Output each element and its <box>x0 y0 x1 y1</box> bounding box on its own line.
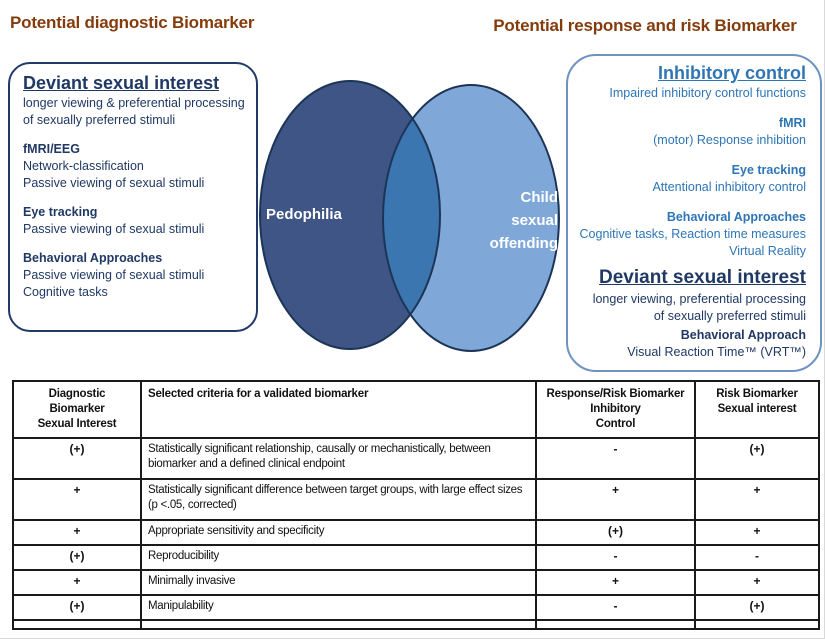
header-selected-criteria: Selected criteria for a validated biomar… <box>140 380 537 439</box>
method-line: Attentional inhibitory control <box>652 180 806 194</box>
header-risk-biomarker: Risk Biomarker Sexual interest <box>694 380 820 439</box>
table-cell: + <box>12 569 142 596</box>
intro-line: longer viewing & preferential processing <box>23 96 245 110</box>
table-cell: - <box>535 437 696 480</box>
method-line: Cognitive tasks <box>23 285 108 299</box>
deviant-line: of sexually preferred stimuli <box>653 309 806 323</box>
visual-reaction-time-line: Visual Reaction Time™ (VRT™) <box>627 345 806 359</box>
header-response-risk-biomarker: Response/Risk Biomarker Inhibitory Contr… <box>535 380 696 439</box>
pedophilia-label: Pedophilia <box>266 206 342 223</box>
table-row: + Statistically significant difference b… <box>12 478 820 521</box>
table-cell: Appropriate sensitivity and specificity <box>140 519 537 546</box>
table-cell: (+) <box>535 519 696 546</box>
header-diagnostic-biomarker: Diagnostic Biomarker Sexual Interest <box>12 380 142 439</box>
intro-line: of sexually preferred stimuli <box>23 113 176 127</box>
table-cell: + <box>12 519 142 546</box>
table-cell <box>140 619 537 630</box>
table-cell: (+) <box>12 437 142 480</box>
method-line: Cognitive tasks, Reaction time measures <box>579 227 806 241</box>
table-row: (+) Manipulability - (+) <box>12 594 820 621</box>
table-cell: - <box>535 594 696 621</box>
behavioral-approaches-heading: Behavioral Approaches <box>23 251 163 265</box>
method-line: Passive viewing of sexual stimuli <box>23 176 205 190</box>
table-row: + Minimally invasive + + <box>12 569 820 596</box>
table-cell: + <box>694 519 820 546</box>
eye-tracking-heading: Eye tracking <box>23 205 98 219</box>
deviant-sexual-interest-box: Deviant sexual interest longer viewing &… <box>8 62 258 332</box>
inhibitory-control-box: Inhibitory control Impaired inhibitory c… <box>566 54 822 372</box>
venn-diagram <box>259 80 560 352</box>
table-empty-row <box>12 619 820 630</box>
table-cell: + <box>694 569 820 596</box>
eye-tracking-heading: Eye tracking <box>731 163 806 177</box>
method-line: Network-classification <box>23 159 144 173</box>
biomarker-criteria-table-wrap: Diagnostic Biomarker Sexual Interest Sel… <box>12 380 820 630</box>
deviant-line: longer viewing, preferential processing <box>592 292 806 306</box>
table-cell <box>694 619 820 630</box>
table-row: + Appropriate sensitivity and specificit… <box>12 519 820 546</box>
table-cell: Minimally invasive <box>140 569 537 596</box>
table-cell: Statistically significant relationship, … <box>140 437 537 480</box>
child-sexual-offending-label: Child sexual offending <box>489 189 558 252</box>
table-cell: Manipulability <box>140 594 537 621</box>
table-cell: (+) <box>12 594 142 621</box>
table-cell: (+) <box>12 544 142 571</box>
inhibitory-subline: Impaired inhibitory control functions <box>609 86 806 100</box>
response-risk-biomarker-title: Potential response and risk Biomarker <box>493 16 797 35</box>
table-cell: + <box>535 569 696 596</box>
table-cell <box>12 619 142 630</box>
method-line: Passive viewing of sexual stimuli <box>23 222 205 236</box>
table-row: (+) Reproducibility - - <box>12 544 820 571</box>
table-cell: (+) <box>694 437 820 480</box>
behavioral-approach-heading: Behavioral Approach <box>680 328 806 342</box>
table-row: (+) Statistically significant relationsh… <box>12 437 820 480</box>
table-cell: Reproducibility <box>140 544 537 571</box>
table-cell: Statistically significant difference bet… <box>140 478 537 521</box>
table-cell: + <box>12 478 142 521</box>
biomarker-criteria-table: Diagnostic Biomarker Sexual Interest Sel… <box>12 380 820 630</box>
diagnostic-biomarker-title: Potential diagnostic Biomarker <box>10 13 255 32</box>
method-line: Virtual Reality <box>729 244 806 258</box>
table-cell <box>535 619 696 630</box>
deviant-sexual-interest-heading: Deviant sexual interest <box>23 73 220 93</box>
deviant-sexual-interest-heading: Deviant sexual interest <box>599 267 806 288</box>
inhibitory-control-heading: Inhibitory control <box>658 63 806 83</box>
table-cell: + <box>535 478 696 521</box>
table-cell: (+) <box>694 594 820 621</box>
table-cell: + <box>694 478 820 521</box>
fmri-heading: fMRI <box>778 116 806 130</box>
fmri-eeg-heading: fMRI/EEG <box>23 142 80 156</box>
table-header-row: Diagnostic Biomarker Sexual Interest Sel… <box>12 380 820 439</box>
table-cell: - <box>694 544 820 571</box>
method-line: (motor) Response inhibition <box>653 133 806 147</box>
behavioral-approaches-heading: Behavioral Approaches <box>666 210 806 224</box>
table-cell: - <box>535 544 696 571</box>
method-line: Passive viewing of sexual stimuli <box>23 268 205 282</box>
